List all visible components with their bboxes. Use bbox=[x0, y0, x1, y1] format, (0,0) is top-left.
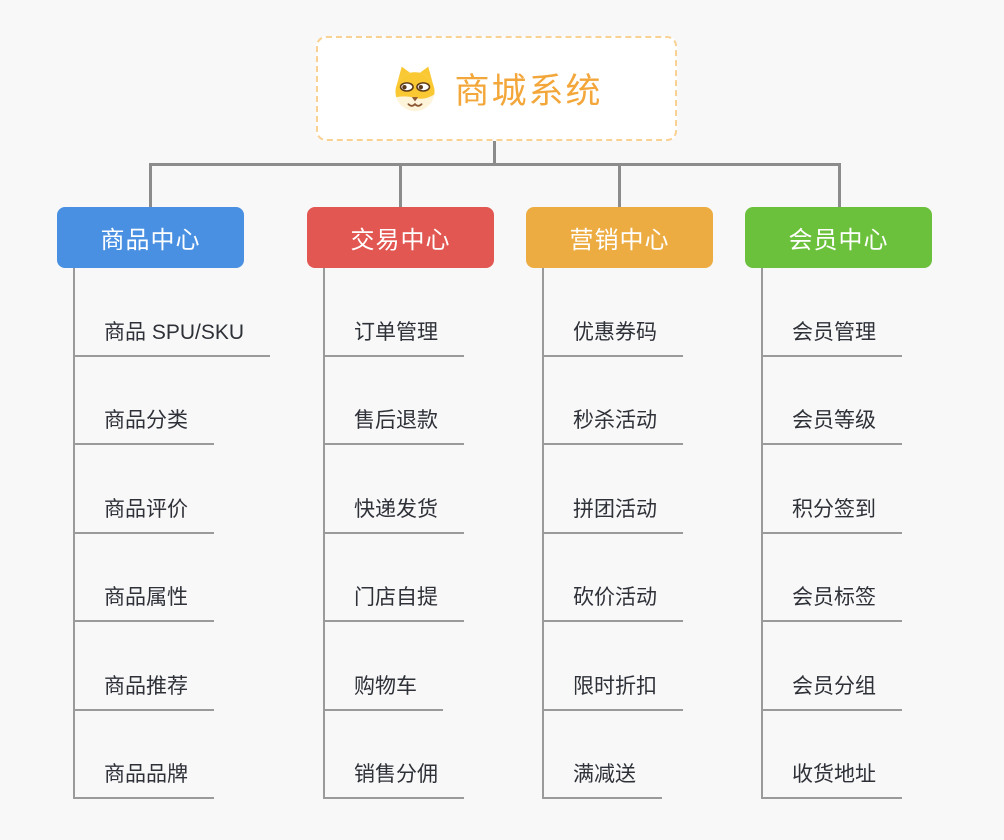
branch-node-trade-center[interactable]: 交易中心 bbox=[307, 207, 494, 268]
root-node[interactable]: 商城系统 bbox=[316, 36, 677, 141]
leaf-node[interactable]: 拼团活动 bbox=[542, 493, 683, 534]
leaf-node[interactable]: 限时折扣 bbox=[542, 670, 683, 711]
leaf-node[interactable]: 收货地址 bbox=[761, 758, 902, 799]
connector-bus bbox=[149, 163, 841, 166]
branch-node-product-center[interactable]: 商品中心 bbox=[57, 207, 244, 268]
leaf-node[interactable]: 会员管理 bbox=[761, 316, 902, 357]
leaf-node[interactable]: 商品评价 bbox=[73, 493, 214, 534]
leaf-node[interactable]: 商品推荐 bbox=[73, 670, 214, 711]
leaf-node[interactable]: 会员等级 bbox=[761, 404, 902, 445]
leaf-node[interactable]: 积分签到 bbox=[761, 493, 902, 534]
branch-children-member: 会员管理 会员等级 积分签到 会员标签 会员分组 收货地址 bbox=[761, 268, 993, 799]
branch-children-trade: 订单管理 售后退款 快递发货 门店自提 购物车 销售分佣 bbox=[323, 268, 555, 799]
leaf-node[interactable]: 商品属性 bbox=[73, 581, 214, 622]
connector-drop-trade bbox=[399, 164, 402, 208]
connector-spine-member bbox=[761, 268, 763, 799]
connector-root-feed bbox=[493, 140, 496, 165]
leaf-node[interactable]: 购物车 bbox=[323, 670, 443, 711]
connector-drop-marketing bbox=[618, 164, 621, 208]
leaf-node[interactable]: 商品分类 bbox=[73, 404, 214, 445]
leaf-node[interactable]: 快递发货 bbox=[323, 493, 464, 534]
leaf-node[interactable]: 售后退款 bbox=[323, 404, 464, 445]
connector-spine-marketing bbox=[542, 268, 544, 799]
leaf-node[interactable]: 会员分组 bbox=[761, 670, 902, 711]
leaf-node[interactable]: 满减送 bbox=[542, 758, 662, 799]
connector-spine-product bbox=[73, 268, 75, 799]
branch-node-marketing-center[interactable]: 营销中心 bbox=[526, 207, 713, 268]
branch-node-member-center[interactable]: 会员中心 bbox=[745, 207, 932, 268]
leaf-node[interactable]: 砍价活动 bbox=[542, 581, 683, 622]
leaf-node[interactable]: 优惠券码 bbox=[542, 316, 683, 357]
root-title: 商城系统 bbox=[454, 72, 603, 111]
leaf-node[interactable]: 门店自提 bbox=[323, 581, 464, 622]
branch-children-product: 商品 SPU/SKU 商品分类 商品评价 商品属性 商品推荐 商品品牌 bbox=[73, 268, 305, 799]
connector-drop-member bbox=[838, 164, 841, 208]
leaf-node[interactable]: 秒杀活动 bbox=[542, 404, 683, 445]
leaf-node[interactable]: 商品 SPU/SKU bbox=[73, 316, 271, 357]
connector-spine-trade bbox=[323, 268, 325, 799]
leaf-node[interactable]: 销售分佣 bbox=[323, 758, 464, 799]
leaf-node[interactable]: 订单管理 bbox=[323, 316, 464, 357]
leaf-node[interactable]: 商品品牌 bbox=[73, 758, 214, 799]
connector-drop-product bbox=[149, 164, 152, 208]
leaf-node[interactable]: 会员标签 bbox=[761, 581, 902, 622]
branch-children-marketing: 优惠券码 秒杀活动 拼团活动 砍价活动 限时折扣 满减送 bbox=[542, 268, 774, 799]
shiba-dog-face-icon bbox=[395, 66, 436, 112]
